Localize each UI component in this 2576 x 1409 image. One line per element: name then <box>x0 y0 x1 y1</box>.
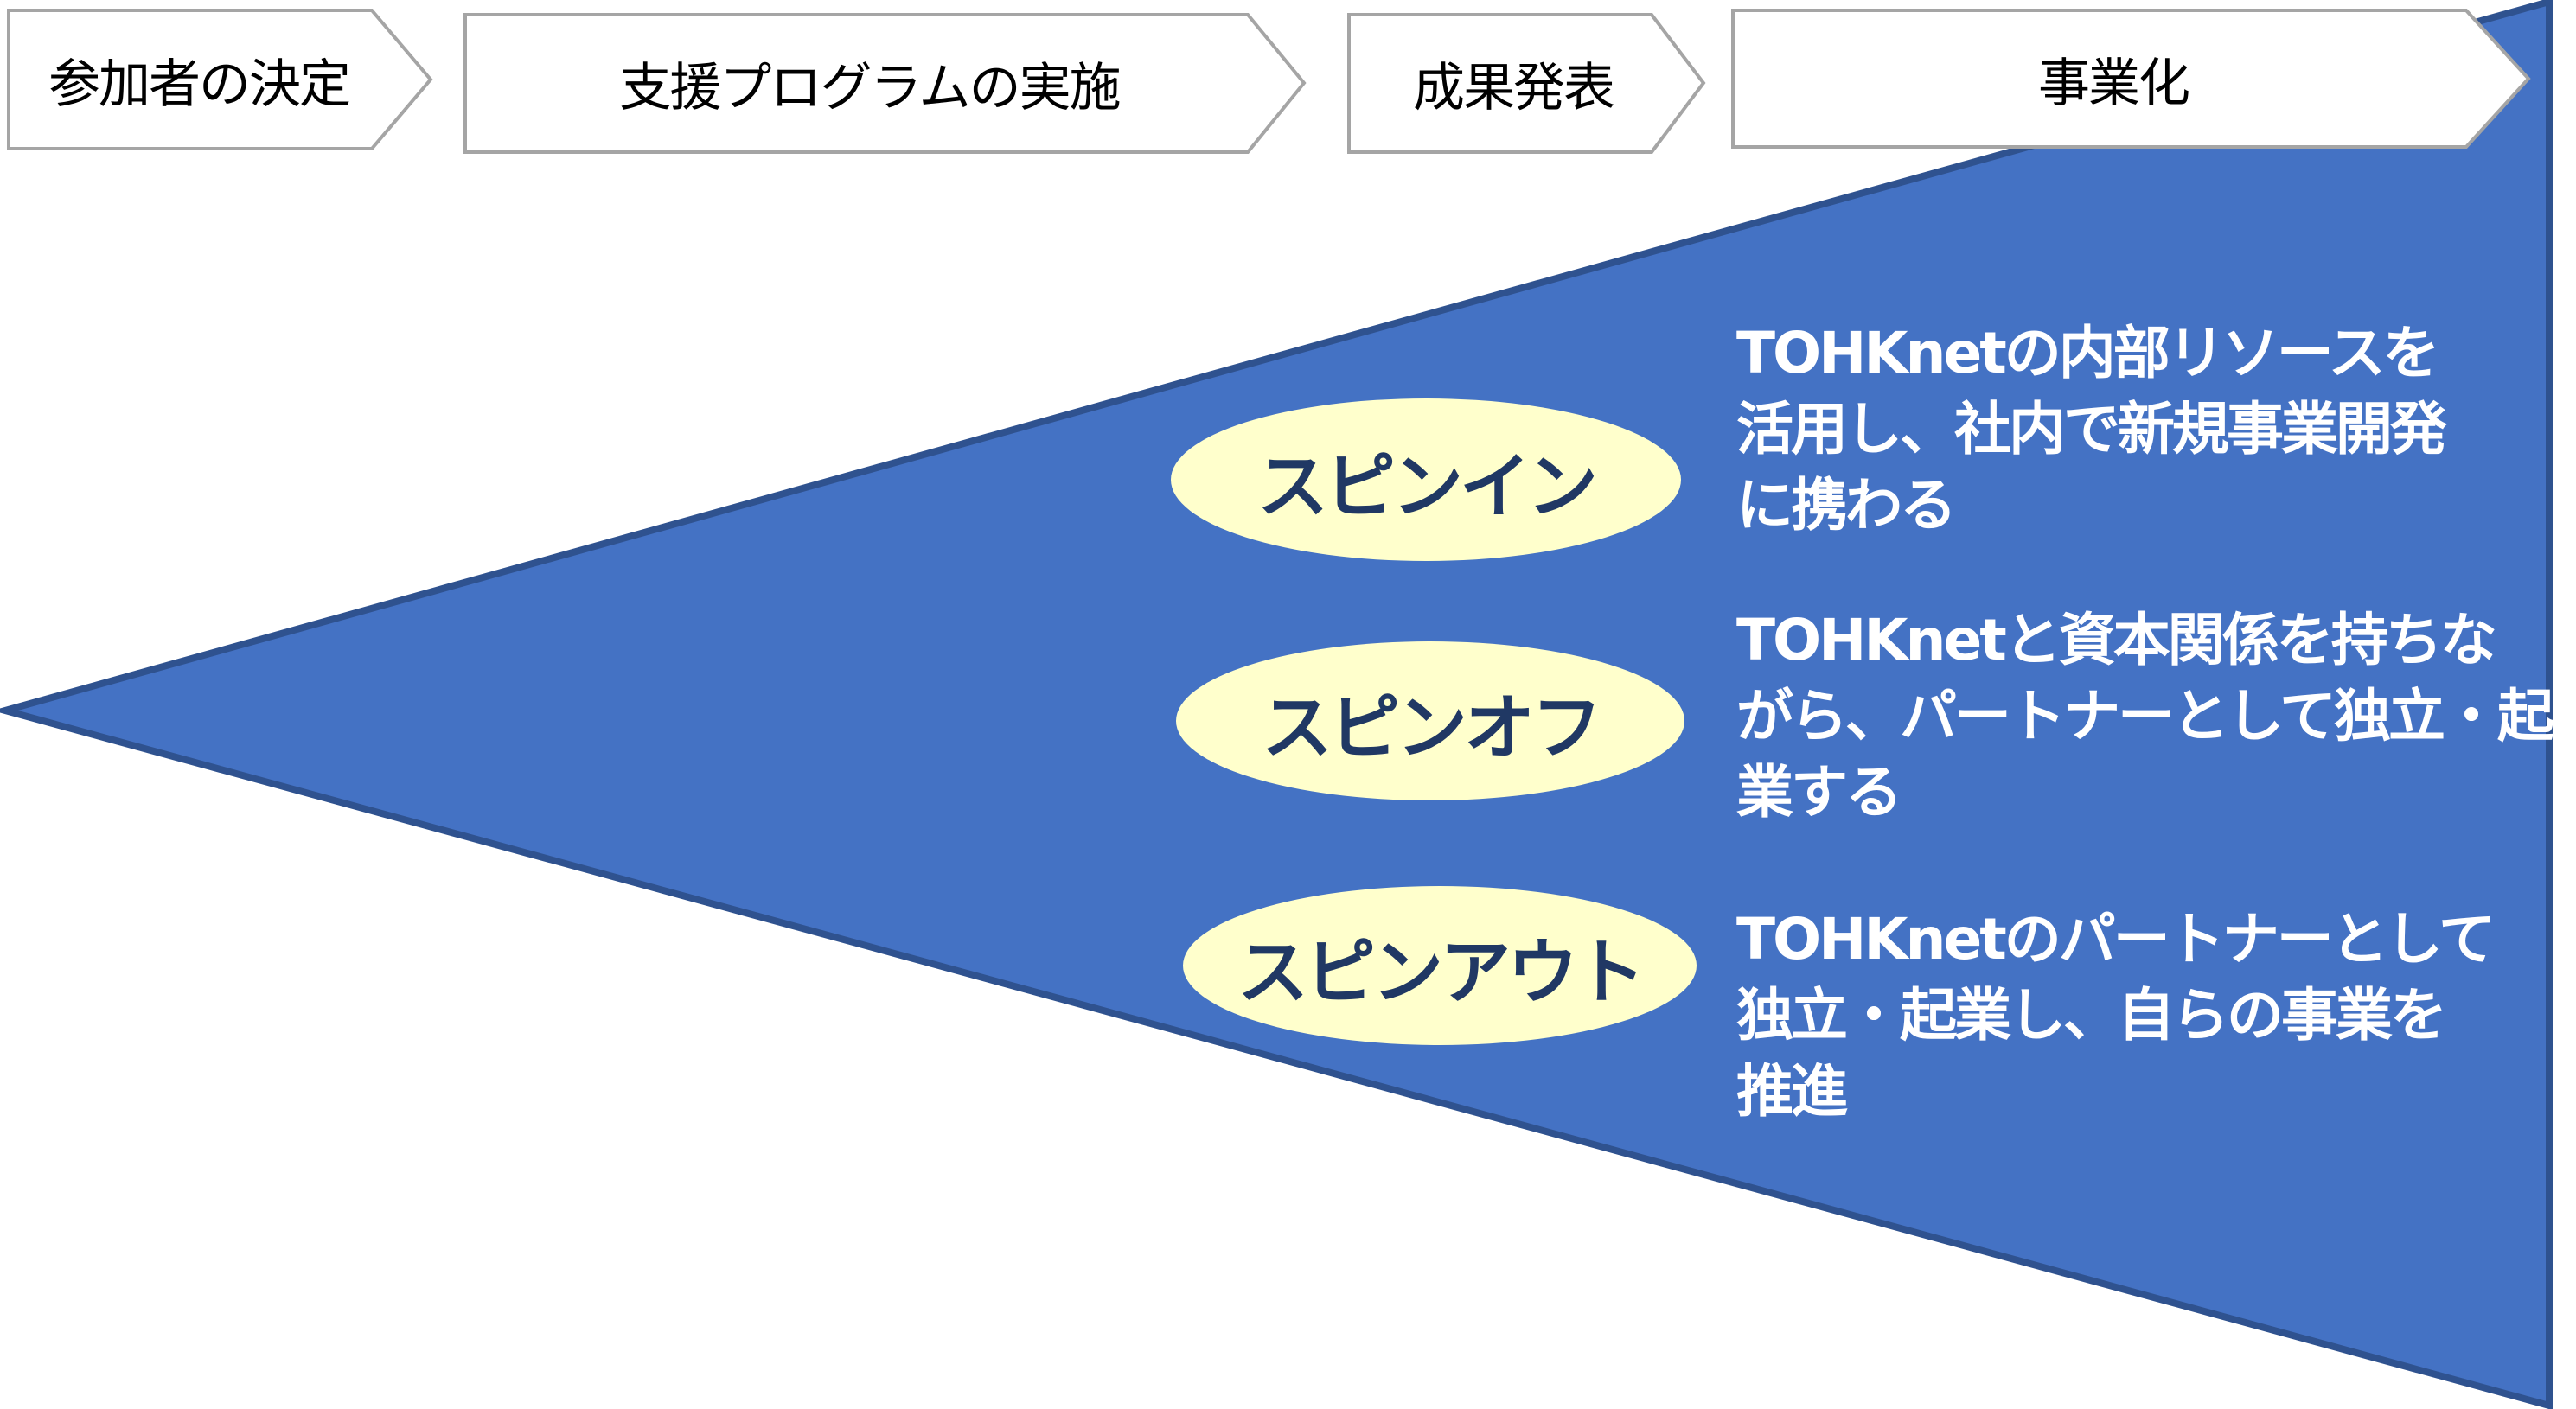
process-step-chevron-4 <box>1731 9 2531 149</box>
outcome-ellipse-spin-in <box>1171 398 1681 561</box>
process-step-chevron-1 <box>7 9 433 150</box>
description-line: に携わる <box>1736 472 1957 539</box>
description-line: 活用し、社内で新規事業開発 <box>1736 396 2447 462</box>
outcome-description-spin-off: TOHKnetと資本関係を持ちな がら、パートナーとして独立・起 業する <box>1736 602 2554 831</box>
process-step-label-2: 支援プログラムの実施 <box>619 58 1121 118</box>
description-line: 独立・起業し、自らの事業を <box>1736 982 2447 1049</box>
outcome-label-spin-off: スピンオフ <box>1261 686 1602 769</box>
process-step-chevron-3 <box>1347 13 1706 154</box>
outcome-ellipse-spin-off <box>1176 641 1684 800</box>
outcome-description-spin-out: TOHKnetのパートナーとして 独立・起業し、自らの事業を 推進 <box>1736 902 2496 1130</box>
description-line: 推進 <box>1736 1058 1848 1125</box>
process-step-chevron-2 <box>463 13 1307 154</box>
outcome-description-spin-in: TOHKnetの内部リソースを 活用し、社内で新規事業開発 に携わる <box>1736 316 2447 544</box>
description-line: TOHKnetのパートナーとして <box>1736 906 2496 972</box>
process-step-label-1: 参加者の決定 <box>48 54 351 115</box>
outcome-label-spin-in: スピンイン <box>1256 445 1598 528</box>
outcome-ellipse-spin-out <box>1183 886 1697 1045</box>
description-line: 業する <box>1736 759 1902 826</box>
description-line: がら、パートナーとして独立・起 <box>1736 683 2554 749</box>
outcome-label-spin-out: スピンアウト <box>1237 931 1646 1014</box>
process-step-label-3: 成果発表 <box>1413 58 1615 118</box>
description-line: TOHKnetと資本関係を持ちな <box>1736 607 2497 673</box>
description-line: TOHKnetの内部リソースを <box>1736 320 2440 386</box>
process-step-label-4: 事業化 <box>2038 53 2190 114</box>
